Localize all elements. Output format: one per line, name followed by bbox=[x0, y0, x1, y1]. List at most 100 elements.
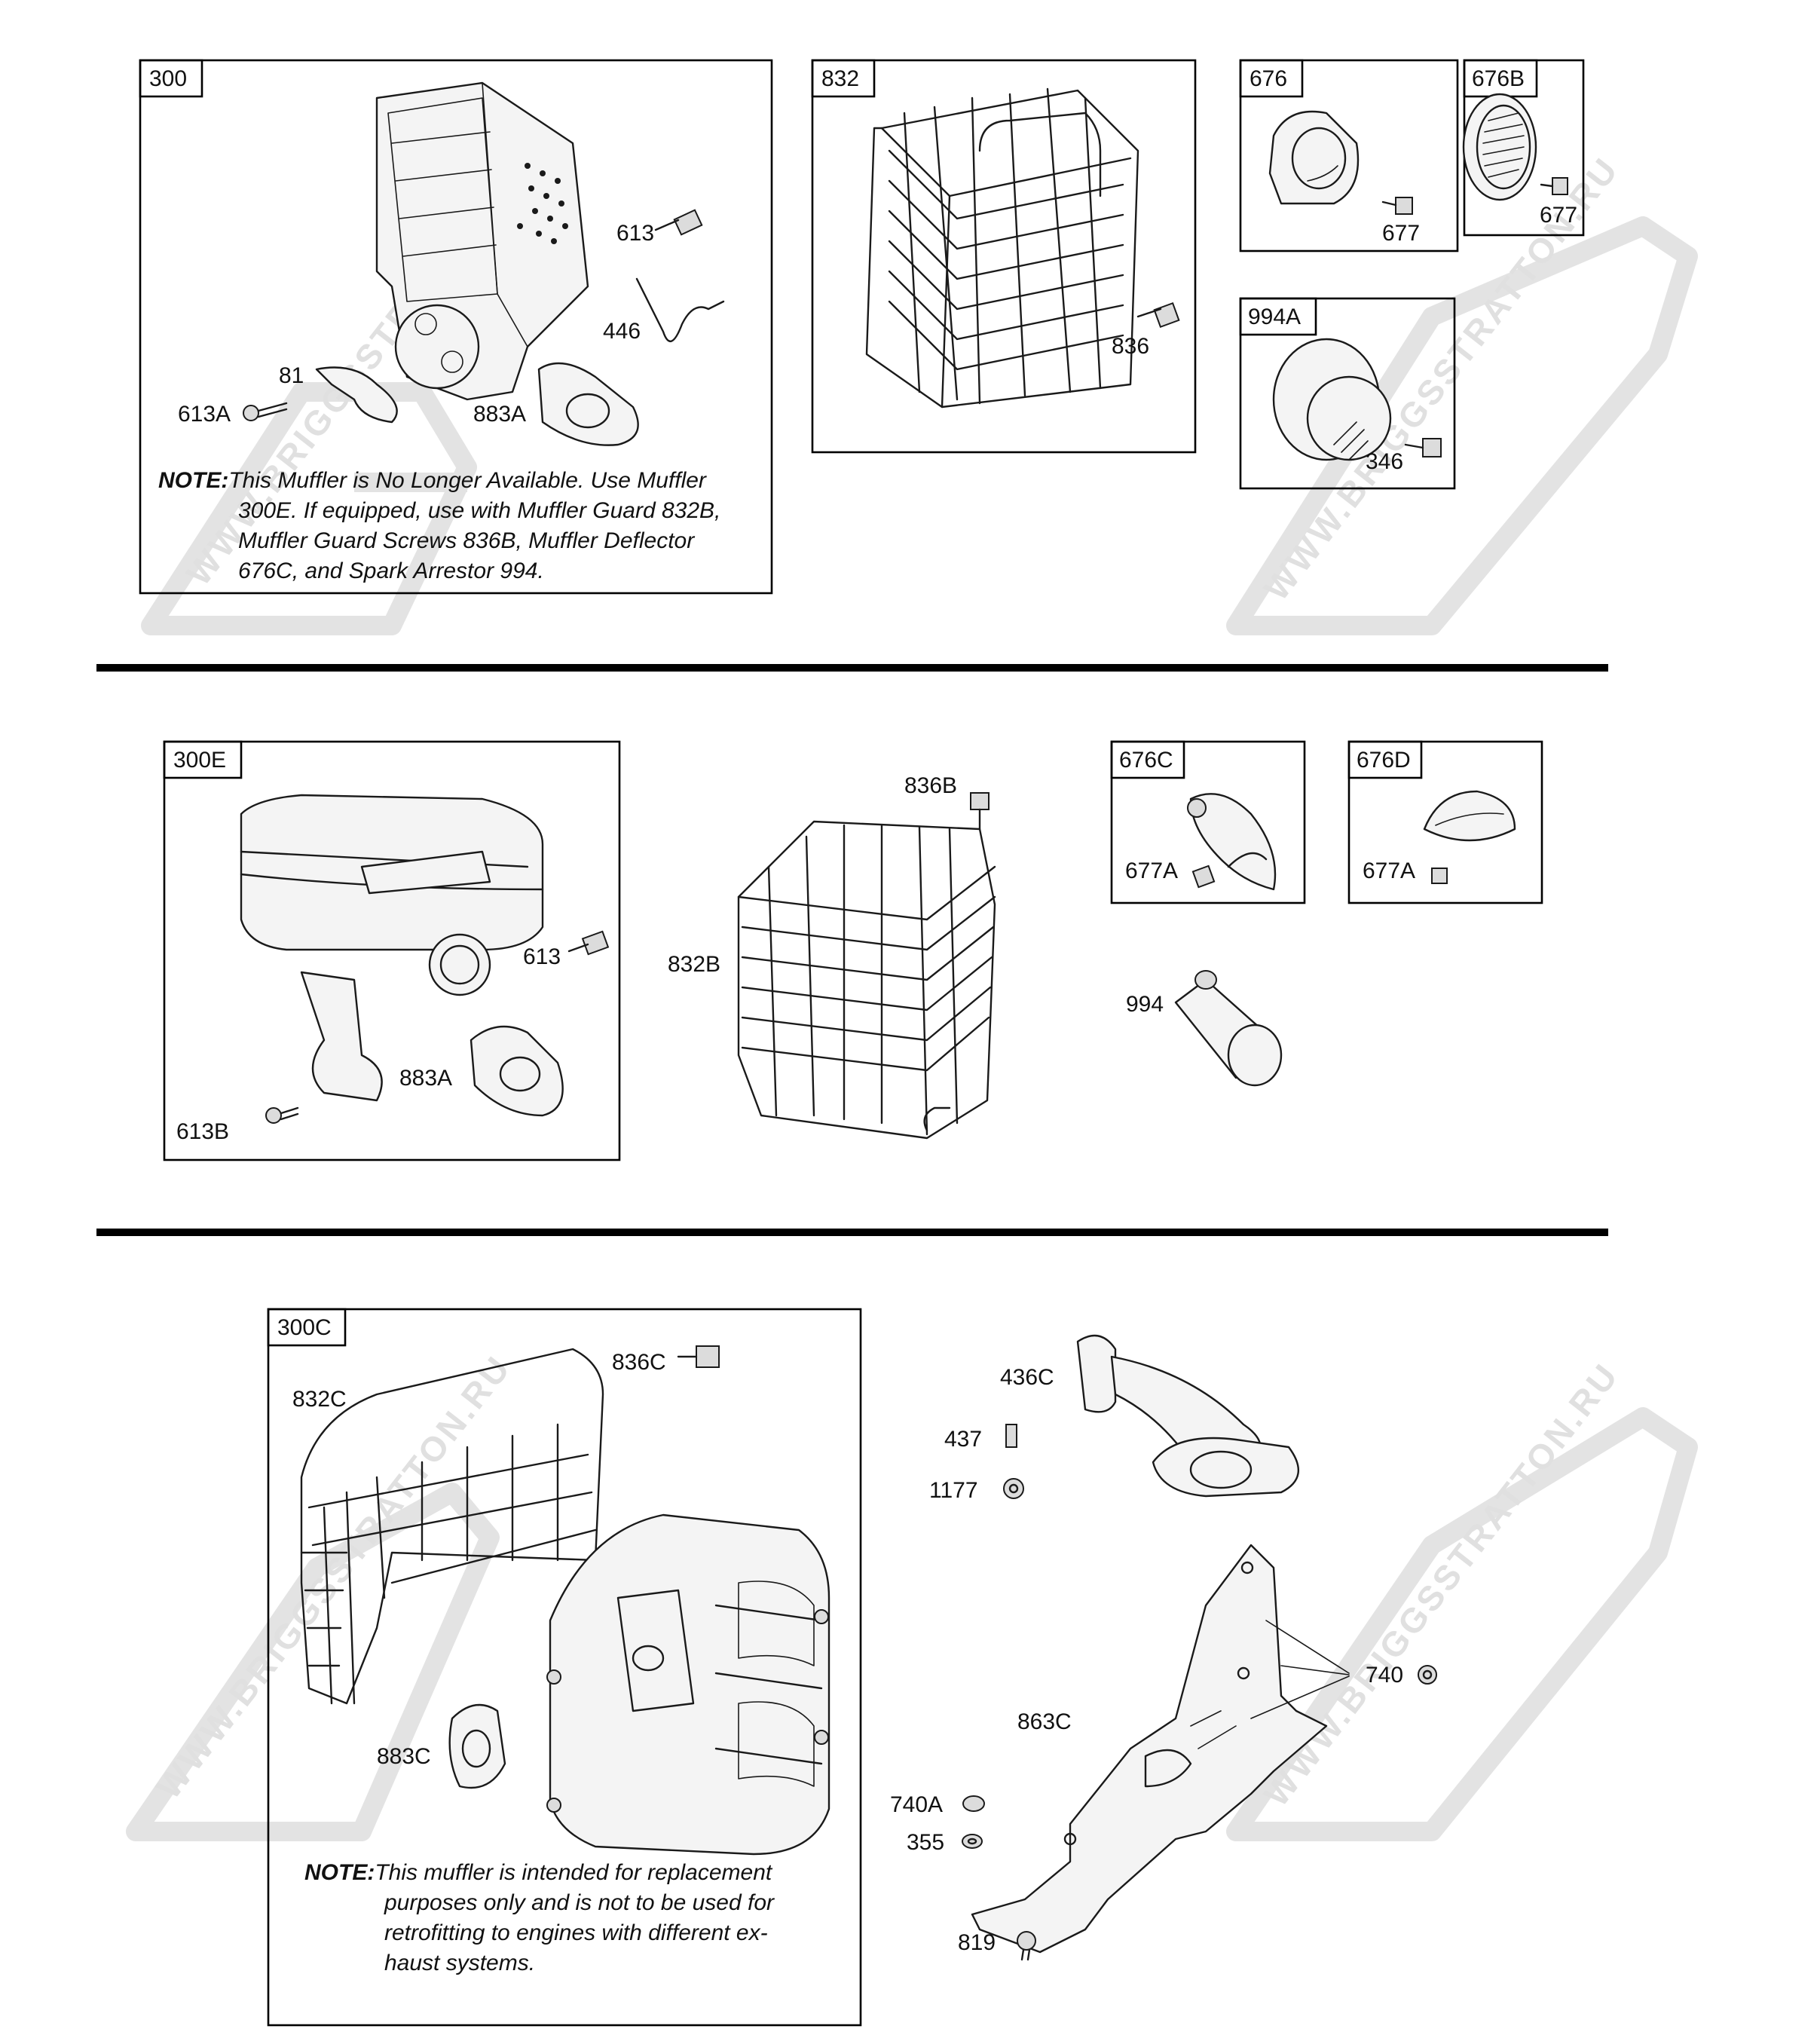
frame-832-tab bbox=[811, 59, 876, 98]
note-line: retrofitting to engines with different e… bbox=[384, 1920, 768, 1945]
note-line: haust systems. bbox=[384, 1951, 536, 1975]
divider-2 bbox=[96, 1229, 1608, 1236]
watermark-logo-right-bottom bbox=[1226, 1407, 1698, 1841]
callout-883c: 883C bbox=[377, 1744, 431, 1769]
screw-677a-d bbox=[1431, 868, 1448, 884]
leader-740-1 bbox=[1265, 1620, 1350, 1674]
frame-832 bbox=[811, 59, 1197, 454]
frame-300-tab bbox=[139, 59, 203, 98]
frame-994a-tab bbox=[1239, 297, 1317, 336]
note-line: 300E. If equipped, use with Muffler Guar… bbox=[238, 498, 721, 523]
frame-label-676b: 676B bbox=[1472, 66, 1525, 91]
screw-836 bbox=[1136, 301, 1180, 329]
screw-819 bbox=[1017, 1931, 1036, 1961]
callout-994: 994 bbox=[1126, 992, 1164, 1017]
callout-436c: 436C bbox=[1000, 1365, 1054, 1390]
spring-446 bbox=[635, 277, 725, 342]
callout-677-b: 677 bbox=[1540, 203, 1578, 228]
frame-label-994a: 994A bbox=[1248, 304, 1302, 329]
note-line: This Muffler is No Longer Available. Use… bbox=[228, 468, 706, 493]
deflector-676d-drawing bbox=[1423, 790, 1516, 842]
screw-836b bbox=[970, 792, 990, 831]
frame-676d bbox=[1347, 740, 1543, 904]
frame-300 bbox=[139, 59, 773, 595]
screw-677-a bbox=[1381, 197, 1413, 215]
guard-832c-drawing bbox=[300, 1348, 604, 1705]
callout-883a-top: 883A bbox=[473, 402, 527, 427]
callout-836b: 836B bbox=[904, 773, 958, 798]
guard-832-drawing bbox=[865, 87, 1139, 409]
callout-819: 819 bbox=[958, 1930, 996, 1955]
watermark-logo-left-top bbox=[141, 382, 477, 635]
frame-676d-tab bbox=[1347, 740, 1423, 779]
callout-677-a: 677 bbox=[1382, 221, 1421, 246]
leader-740-3 bbox=[1250, 1675, 1350, 1719]
frame-label-300: 300 bbox=[149, 66, 188, 91]
bracket-863c-drawing bbox=[971, 1544, 1328, 1954]
frame-label-300e: 300E bbox=[173, 748, 227, 773]
elbow-436c-drawing bbox=[1076, 1334, 1299, 1498]
screw-346 bbox=[1404, 438, 1442, 457]
note-line: Muffler Guard Screws 836B, Muffler Defle… bbox=[238, 528, 695, 553]
callout-81: 81 bbox=[279, 363, 304, 388]
callout-346: 346 bbox=[1366, 449, 1404, 474]
screw-677a-c bbox=[1191, 864, 1216, 889]
note-prefix: NOTE: bbox=[158, 468, 229, 493]
callout-740: 740 bbox=[1366, 1663, 1404, 1688]
callout-740a: 740A bbox=[890, 1792, 944, 1817]
frame-300e bbox=[163, 740, 621, 1161]
callout-613-mid: 613 bbox=[523, 944, 561, 969]
leader-740-2 bbox=[1280, 1665, 1350, 1675]
frame-label-832: 832 bbox=[821, 66, 860, 91]
frame-300e-tab bbox=[163, 740, 243, 779]
deflector-676c-drawing bbox=[1187, 793, 1277, 891]
nut-1177 bbox=[1003, 1478, 1024, 1499]
deflector-676-drawing bbox=[1268, 110, 1360, 205]
callout-836c: 836C bbox=[612, 1350, 666, 1375]
frame-300c bbox=[267, 1308, 862, 2027]
frame-676 bbox=[1239, 59, 1459, 252]
frame-676c-tab bbox=[1110, 740, 1185, 779]
note-line: purposes only and is not to be used for bbox=[384, 1890, 775, 1915]
frame-994a bbox=[1239, 297, 1456, 490]
screw-677-b bbox=[1540, 177, 1568, 195]
watermark-logo-right-top bbox=[1226, 216, 1698, 635]
nut-740 bbox=[1418, 1665, 1437, 1685]
frame-label-300c: 300C bbox=[277, 1315, 332, 1340]
frame-label-676d: 676D bbox=[1357, 748, 1411, 773]
arrestor-994-drawing bbox=[1174, 970, 1283, 1087]
screw-437 bbox=[1005, 1424, 1017, 1448]
callout-1177: 1177 bbox=[929, 1478, 978, 1503]
gasket-883c bbox=[448, 1703, 506, 1789]
callout-832c: 832C bbox=[292, 1387, 347, 1412]
callout-355: 355 bbox=[907, 1830, 945, 1855]
callout-677a-d: 677A bbox=[1363, 858, 1416, 883]
screw-613b bbox=[265, 1106, 299, 1124]
screw-836c bbox=[677, 1345, 720, 1368]
gasket-883a-mid bbox=[470, 1025, 564, 1117]
note-line: This muffler is intended for replacement bbox=[375, 1860, 772, 1885]
callout-832b: 832B bbox=[668, 952, 721, 977]
frame-676c bbox=[1110, 740, 1306, 904]
callout-677a-c: 677A bbox=[1125, 858, 1179, 883]
callout-883a-mid: 883A bbox=[399, 1066, 453, 1091]
callout-613-top: 613 bbox=[616, 221, 655, 246]
arrestor-994a-drawing bbox=[1272, 338, 1392, 461]
note-line: 676C, and Spark Arrestor 994. bbox=[238, 558, 544, 583]
callout-613a: 613A bbox=[178, 402, 231, 427]
divider-1 bbox=[96, 664, 1608, 672]
clamp-81 bbox=[315, 366, 398, 424]
note-prefix: NOTE: bbox=[304, 1860, 375, 1885]
frame-label-676c: 676C bbox=[1119, 748, 1173, 773]
callout-863c: 863C bbox=[1017, 1709, 1072, 1734]
muffler-300c-drawing bbox=[546, 1513, 830, 1856]
washer-355 bbox=[962, 1834, 983, 1849]
muffler-300-drawing bbox=[375, 81, 589, 401]
guard-832b-drawing bbox=[737, 820, 996, 1140]
deflector-676b-drawing bbox=[1462, 93, 1537, 201]
callout-446: 446 bbox=[603, 319, 641, 344]
muffler-300e-drawing bbox=[240, 794, 544, 1102]
callout-437: 437 bbox=[944, 1427, 983, 1452]
note-muffler-300: NOTE:This Muffler is No Longer Available… bbox=[158, 466, 761, 586]
